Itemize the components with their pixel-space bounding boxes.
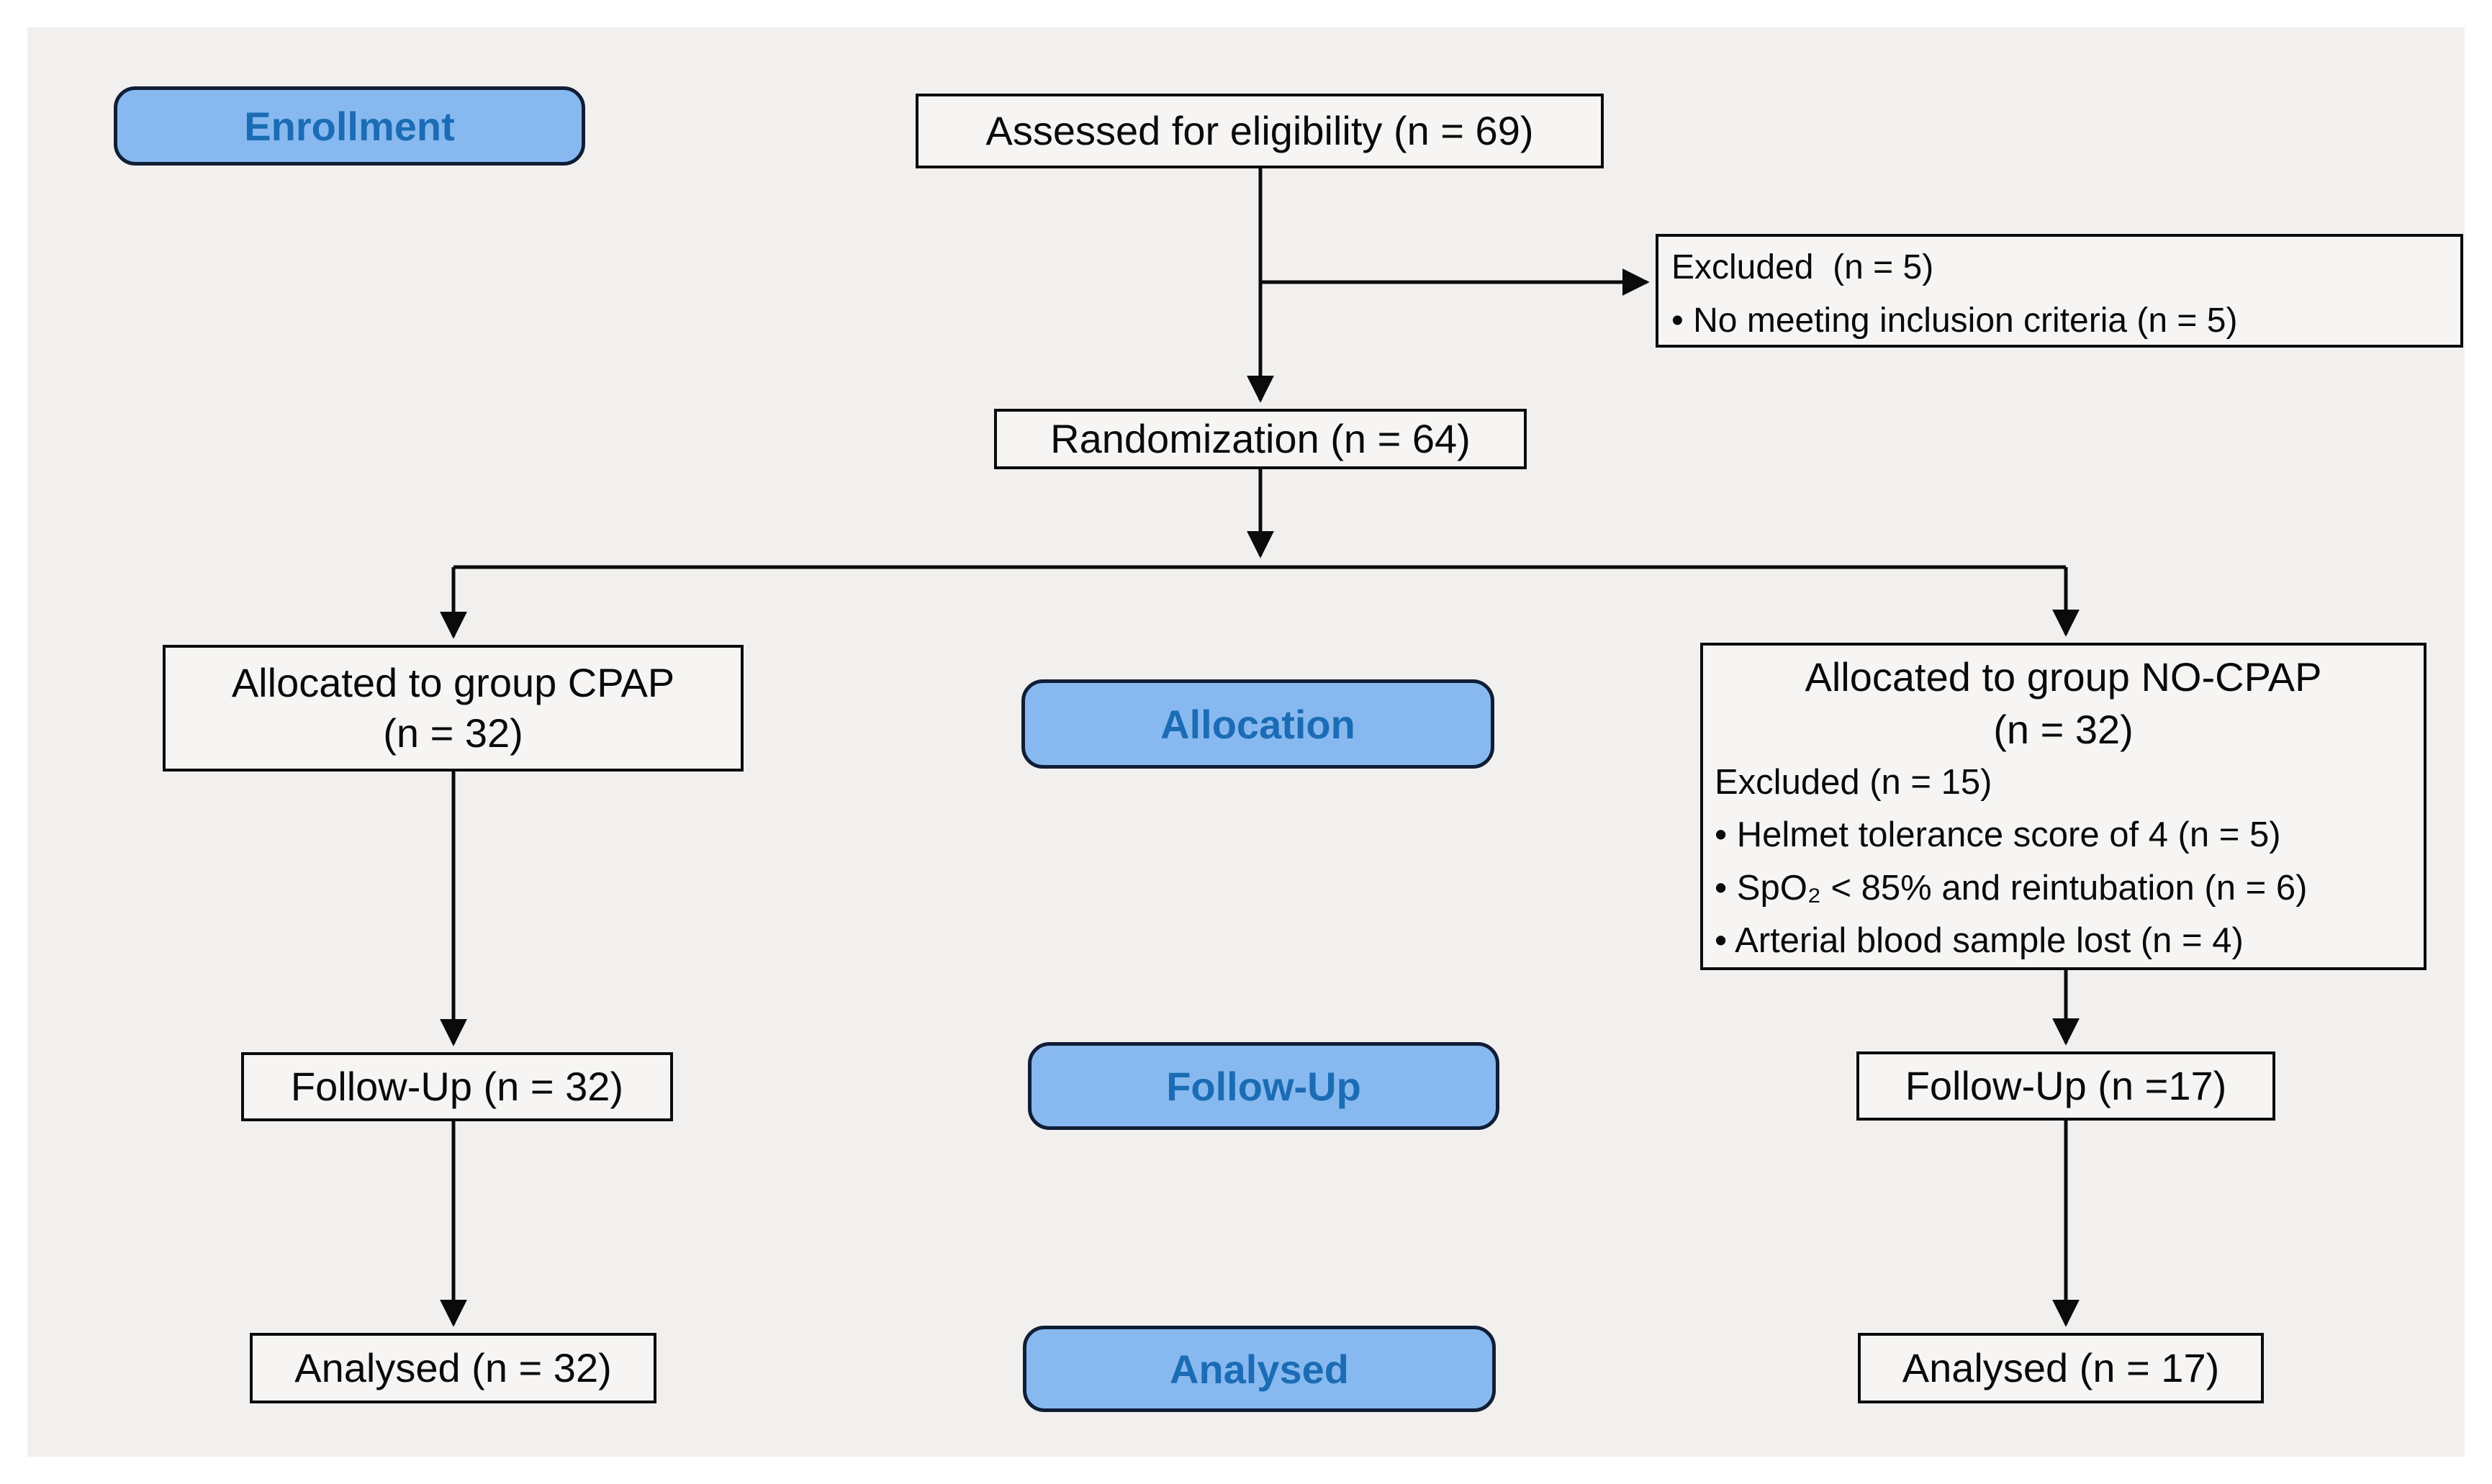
excluded-reason: • No meeting inclusion criteria (n = 5) (1671, 302, 2238, 340)
enrollment-badge: Enrollment (114, 86, 585, 166)
allocated-cpap-line1: Allocated to group CPAP (231, 660, 675, 705)
followup-nocpap-label: Follow-Up (n =17) (1905, 1063, 2227, 1108)
followup-nocpap-box: Follow-Up (n =17) (1856, 1051, 2275, 1121)
randomization-box: Randomization (n = 64) (994, 409, 1527, 469)
allocation-badge-label: Allocation (1160, 701, 1355, 747)
followup-cpap-label: Follow-Up (n = 32) (290, 1064, 624, 1109)
allocated-nocpap-box: Allocated to group NO-CPAP (n = 32) Excl… (1700, 643, 2426, 970)
allocated-nocpap-line2: (n = 32) (1993, 706, 2134, 752)
allocated-nocpap-line1: Allocated to group NO-CPAP (1805, 654, 2322, 700)
analysed-badge-label: Analysed (1170, 1346, 1349, 1392)
followup-badge: Follow-Up (1028, 1042, 1499, 1130)
assessed-eligibility-label: Assessed for eligibility (n = 69) (985, 108, 1534, 153)
assessed-eligibility-box: Assessed for eligibility (n = 69) (916, 94, 1604, 168)
analysed-badge: Analysed (1023, 1326, 1496, 1412)
allocation-badge: Allocation (1021, 679, 1494, 769)
analysed-nocpap-label: Analysed (n = 17) (1902, 1345, 2220, 1390)
nocpap-excluded-reason-3: • Arterial blood sample lost (n = 4) (1715, 921, 2244, 961)
analysed-nocpap-box: Analysed (n = 17) (1858, 1333, 2264, 1403)
enrollment-badge-label: Enrollment (244, 103, 455, 149)
allocated-cpap-box: Allocated to group CPAP (n = 32) (163, 645, 744, 772)
randomization-label: Randomization (n = 64) (1050, 416, 1471, 461)
excluded-box: Excluded (n = 5) • No meeting inclusion … (1656, 234, 2463, 348)
analysed-cpap-label: Analysed (n = 32) (294, 1345, 612, 1390)
followup-cpap-box: Follow-Up (n = 32) (241, 1052, 673, 1121)
nocpap-excluded-reason-1: • Helmet tolerance score of 4 (n = 5) (1715, 815, 2281, 855)
allocated-cpap-line2: (n = 32) (383, 710, 523, 756)
analysed-cpap-box: Analysed (n = 32) (250, 1333, 656, 1403)
followup-badge-label: Follow-Up (1166, 1063, 1361, 1109)
nocpap-excluded-title: Excluded (n = 15) (1715, 762, 1992, 802)
nocpap-excluded-reason-2: • SpO₂ < 85% and reintubation (n = 6) (1715, 868, 2308, 908)
excluded-title: Excluded (n = 5) (1671, 248, 1934, 286)
